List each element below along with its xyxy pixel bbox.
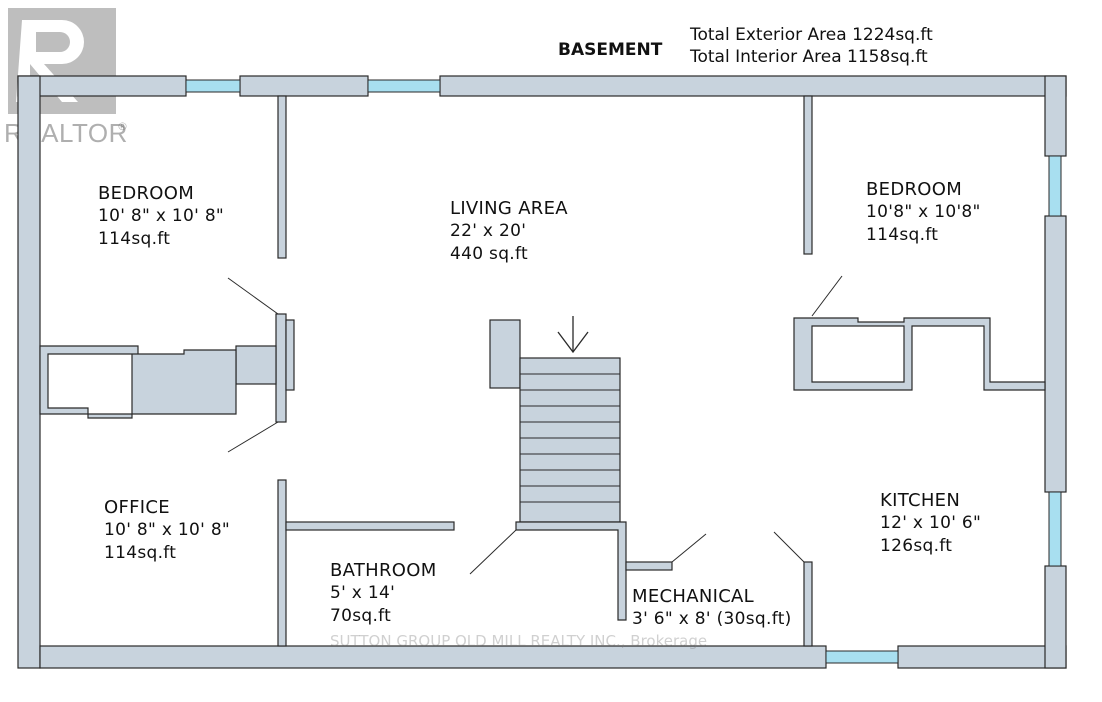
closet-left-outline [39, 345, 237, 419]
mechanical-door-stop [625, 561, 673, 571]
total-interior-area: Total Interior Area 1158sq.ft [690, 47, 928, 67]
room-name: BATHROOM [330, 560, 437, 581]
wall-right-1 [1044, 75, 1067, 157]
wall-bedroom-left-east [277, 95, 287, 259]
room-label-bathroom: BATHROOM 5' x 14' 70sq.ft [330, 559, 437, 628]
wall-office-east [277, 479, 287, 647]
door-swing-bedroom-right [811, 275, 843, 317]
total-exterior-area: Total Exterior Area 1224sq.ft [690, 25, 933, 45]
closet-door-jamb [275, 313, 287, 423]
closet-right-outline [793, 317, 1046, 391]
registered-mark: ® [117, 120, 128, 133]
room-dimensions: 22' x 20' [450, 221, 527, 241]
door-swings [227, 275, 843, 575]
closet-block [235, 345, 277, 385]
wall-top-1 [17, 75, 187, 97]
room-area: 114sq.ft [866, 225, 939, 245]
stair-treads [520, 373, 620, 503]
room-label-mechanical: MECHANICAL 3' 6" x 8' (30sq.ft) [632, 585, 792, 631]
wall-top-3 [439, 75, 1067, 97]
room-area: 114sq.ft [98, 229, 171, 249]
room-label-office: OFFICE 10' 8" x 10' 8" 114sq.ft [104, 496, 230, 565]
room-dimensions: 5' x 14' [330, 583, 396, 603]
door-swing-bedroom-left [227, 277, 279, 315]
window-bottom [825, 650, 899, 664]
stair-newel [489, 319, 521, 389]
brokerage-watermark: SUTTON GROUP OLD MILL REALTY INC., Broke… [330, 632, 708, 650]
room-name: BEDROOM [866, 179, 963, 200]
door-swing-bathroom [469, 529, 517, 575]
wall-top-2 [239, 75, 369, 97]
room-label-bedroom-left: BEDROOM 10' 8" x 10' 8" 114sq.ft [98, 182, 224, 251]
window-right-2 [1048, 491, 1062, 567]
window-top-1 [185, 79, 241, 93]
stair-arrow-icon [557, 316, 589, 354]
wall-right-3 [1044, 565, 1067, 669]
room-label-bedroom-right: BEDROOM 10'8" x 10'8" 114sq.ft [866, 178, 981, 247]
room-area: 70sq.ft [330, 606, 392, 626]
room-dimensions: 12' x 10' 6" [880, 513, 982, 533]
door-swing-kitchen [773, 531, 805, 563]
wall-kitchen-west [803, 561, 813, 647]
wall-bathroom-north [285, 521, 455, 531]
room-dimensions: 10' 8" x 10' 8" [104, 520, 231, 540]
room-dimensions: 10' 8" x 10' 8" [98, 206, 225, 226]
walls [17, 75, 1067, 669]
room-area: 440 sq.ft [450, 244, 528, 264]
closet-door-jamb-2 [285, 319, 295, 391]
window-right-1 [1048, 155, 1062, 217]
window-top-2 [367, 79, 441, 93]
room-name: OFFICE [104, 497, 170, 518]
stairs [519, 357, 621, 523]
door-swing-mechanical [671, 533, 707, 563]
wall-right-2 [1044, 215, 1067, 493]
room-label-living-area: LIVING AREA 22' x 20' 440 sq.ft [450, 197, 568, 266]
room-area: 126sq.ft [880, 536, 953, 556]
room-area: 114sq.ft [104, 543, 177, 563]
wall-left [17, 75, 41, 669]
wall-bottom-2 [897, 645, 1067, 669]
room-name: LIVING AREA [450, 198, 568, 219]
mechanical-wall [515, 521, 627, 621]
plan-title: BASEMENT [558, 40, 663, 60]
door-swing-office [227, 421, 279, 453]
room-name: BEDROOM [98, 183, 195, 204]
room-dimensions: 3' 6" x 8' (30sq.ft) [632, 609, 792, 629]
wall-bedroom-right-west [803, 95, 813, 255]
room-name: MECHANICAL [632, 586, 755, 607]
room-name: KITCHEN [880, 490, 961, 511]
room-label-kitchen: KITCHEN 12' x 10' 6" 126sq.ft [880, 489, 981, 558]
room-dimensions: 10'8" x 10'8" [866, 202, 981, 222]
windows [185, 79, 1062, 664]
